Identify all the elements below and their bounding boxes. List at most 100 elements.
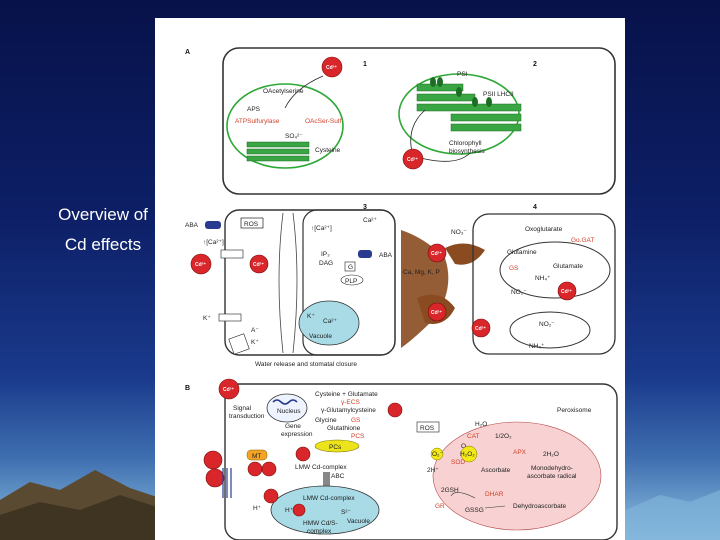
lmw-label: LMW Cd-complex — [295, 464, 347, 471]
arrow-a1 — [284, 75, 324, 109]
cd-ion-a2-label: Cd²⁺ — [407, 157, 418, 163]
ascorbate-label: Ascorbate — [481, 467, 511, 474]
mda1-label: Monodehydro- — [531, 465, 573, 472]
h2o-label: H₂O — [475, 421, 487, 428]
guard-cell-right — [302, 209, 396, 356]
thylakoid-2b — [416, 93, 476, 102]
cysteine-label: Cysteine — [315, 147, 341, 154]
gec-label: γ-Glutamylcysteine — [321, 407, 376, 414]
mt-label: MT — [252, 453, 261, 460]
cd-ion-4d — [471, 318, 491, 338]
ca-channel — [220, 249, 244, 259]
anion-label: A⁻ — [251, 327, 259, 334]
glutamate-label: Glutamate — [553, 263, 583, 270]
cd-ion-b3 — [295, 446, 311, 462]
slide-caption: Overview of Cd effects — [48, 200, 158, 260]
h-label: H⁺ — [253, 505, 262, 512]
o2b-label: O₂ — [461, 443, 469, 450]
cd-ion-b6 — [203, 450, 223, 470]
vacuole-b-label: Vacuole — [347, 518, 370, 525]
psii-complex-1 — [472, 97, 478, 107]
vacuole-3-label: Vacuole — [309, 333, 332, 340]
g-protein-box — [344, 261, 356, 272]
half-o2-label: 1/2O₂ — [495, 433, 512, 440]
plp-label: PLP — [345, 278, 357, 285]
glutathione-label: Glutathione — [327, 425, 361, 432]
ca-cyt2-label: ↑[Ca²⁺] — [203, 239, 224, 246]
psi-complex-1 — [430, 77, 436, 87]
mt-box — [246, 449, 268, 461]
soil-particle-2 — [445, 243, 485, 265]
plastid-4 — [499, 241, 611, 299]
thylakoid-1a — [246, 141, 310, 148]
cd-ion-4b — [427, 302, 447, 322]
cd-ion-4a-label: Cd²⁺ — [431, 251, 442, 257]
ros-box — [240, 217, 264, 229]
thylakoid-1c — [246, 155, 310, 162]
psii-complex-2 — [486, 97, 492, 107]
minerals-label: Ca, Mg, K, P — [403, 269, 440, 276]
cd-ion-a1-label: Cd²⁺ — [326, 65, 337, 71]
h2o2-circle — [460, 445, 478, 463]
cd-ion-b1-label: Cd²⁺ — [223, 387, 234, 393]
vacuole-3 — [298, 300, 360, 346]
membrane-transporter-b — [222, 468, 232, 498]
dhar-label: DHAR — [485, 491, 504, 498]
psii-label: PSII LHCII — [483, 91, 514, 98]
twoh2o-label: 2H₂O — [543, 451, 559, 458]
gs-label-b: GS — [351, 417, 361, 424]
aba-receptor-right — [358, 250, 372, 258]
gs-label-4: GS — [509, 265, 519, 272]
cd-ion-4a — [427, 243, 447, 263]
aba-label-right: ABA — [379, 252, 393, 259]
gene-label: Gene — [285, 423, 301, 430]
ca2-label: Ca²⁺ — [363, 217, 377, 224]
twoh-label: 2H⁺ — [427, 467, 439, 474]
cd-ion-a2 — [402, 148, 424, 170]
k-label-out: K⁺ — [251, 339, 259, 346]
panel-a-label: A — [185, 49, 190, 56]
panel-b-label: B — [185, 385, 190, 392]
oacser-sulf-label: OAcSer-Sulf — [305, 118, 341, 125]
cd-ion-b2 — [387, 402, 403, 418]
cd-ion-b4 — [247, 461, 263, 477]
cd-ion-3a-label: Cd²⁺ — [195, 262, 206, 268]
nh4-label: NH₄⁺ — [535, 275, 551, 282]
cd-ion-a1 — [321, 56, 343, 78]
ros-box-b — [416, 421, 440, 433]
abc-transporter — [323, 472, 330, 486]
dna-icon — [272, 399, 298, 405]
aba-label-left: ABA — [185, 222, 199, 229]
aba-receptor-left — [205, 221, 221, 229]
chloroplast-1 — [226, 83, 344, 169]
transduction-label: transduction — [229, 413, 265, 420]
h2o2-label: H₂O₂ — [460, 451, 475, 458]
hmw2-label: complex — [307, 528, 332, 535]
chlorophyll-label: Chlorophyll — [449, 140, 482, 147]
cell-outline-a — [222, 47, 616, 195]
so4-label: SO₄²⁻ — [285, 133, 303, 140]
cd-ion-4d-label: Cd²⁺ — [475, 326, 486, 332]
oxoglutarate-label: Oxoglutarate — [525, 226, 563, 233]
biosynthesis-label: biosynthesis — [449, 148, 486, 155]
peroxisome-label: Peroxisome — [557, 407, 592, 414]
ros-label-3: ROS — [244, 221, 259, 228]
pcs2-label: PCs — [329, 444, 342, 451]
cd-effects-diagram: A 1 2 OAcetylserine APS ATPSulfurylase O… — [185, 47, 618, 540]
root-cell-4 — [472, 213, 616, 355]
sod-label: SOD — [451, 459, 465, 466]
cd-ion-b7 — [205, 468, 225, 488]
stomatal-pore — [278, 212, 298, 354]
hmw1-label: HMW Cd/S- — [303, 520, 338, 527]
expression-label: expression — [281, 431, 313, 438]
dha-label: Dehydroascorbate — [513, 503, 566, 510]
cell-outline-b — [224, 383, 618, 540]
superoxide-circle — [430, 447, 444, 461]
s2-label: S²⁻ — [341, 509, 352, 516]
figure-panel: A 1 2 OAcetylserine APS ATPSulfurylase O… — [155, 18, 625, 540]
k-channel — [218, 313, 242, 322]
cd-ion-b9 — [292, 503, 306, 517]
water-release-label: Water release and stomatal closure — [255, 361, 357, 368]
abc-label: ABC — [331, 473, 345, 480]
pcs-ellipse — [314, 439, 360, 453]
